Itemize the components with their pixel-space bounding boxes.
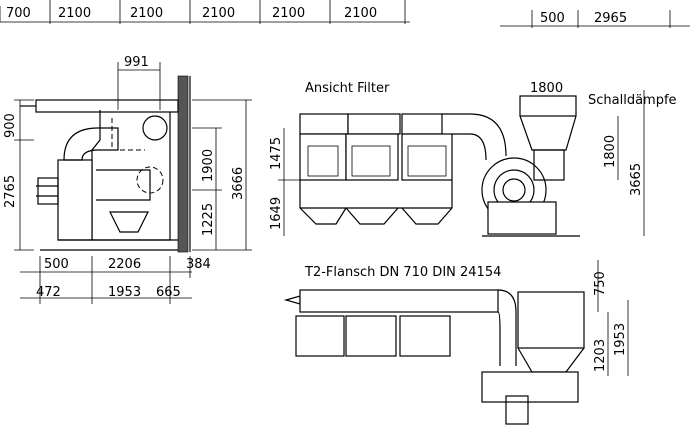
dim-top-500: 500 <box>540 11 565 26</box>
dim-1649: 1649 <box>269 197 284 230</box>
dim-1800-top: 1800 <box>530 81 563 96</box>
label-flansch: T2-Flansch DN 710 DIN 24154 <box>304 265 501 280</box>
dim-top-2965: 2965 <box>594 11 627 26</box>
plan-view: T2-Flansch DN 710 DIN 24154 750 1203 195… <box>283 260 629 425</box>
dim-3666: 3666 <box>231 167 246 200</box>
dim-900: 900 <box>3 113 18 138</box>
dim-2765: 2765 <box>3 175 18 208</box>
dim-top-700: 700 <box>6 6 31 21</box>
dim-1953-plan: 1953 <box>613 323 628 356</box>
dim-500: 500 <box>44 257 69 272</box>
dim-1203: 1203 <box>593 339 608 372</box>
dim-1900: 1900 <box>201 149 216 182</box>
side-view: 991 900 2765 1900 1225 3666 500 2206 384… <box>3 55 252 304</box>
dim-3665: 3665 <box>629 163 644 196</box>
dim-991: 991 <box>124 55 149 70</box>
dim-1953: 1953 <box>108 285 141 300</box>
dim-750: 750 <box>593 271 608 296</box>
dim-665: 665 <box>156 285 181 300</box>
label-schalldaempfer: Schalldämpfe <box>588 93 677 108</box>
dim-top-2100-e: 2100 <box>344 6 377 21</box>
dim-1225: 1225 <box>201 203 216 236</box>
dim-top-2100-d: 2100 <box>272 6 305 21</box>
dim-1800-right: 1800 <box>603 135 618 168</box>
label-ansicht-filter: Ansicht Filter <box>305 81 390 96</box>
top-dimension-strip: 700 2100 2100 2100 2100 2100 500 2965 <box>0 0 690 28</box>
dim-top-2100-b: 2100 <box>130 6 163 21</box>
dim-2206: 2206 <box>108 257 141 272</box>
front-view: Ansicht Filter Schalldämpfe 1800 <box>269 81 677 237</box>
dim-1475: 1475 <box>269 137 284 170</box>
dim-top-2100-c: 2100 <box>202 6 235 21</box>
dim-472: 472 <box>36 285 61 300</box>
dim-top-2100-a: 2100 <box>58 6 91 21</box>
dim-384: 384 <box>186 257 211 272</box>
